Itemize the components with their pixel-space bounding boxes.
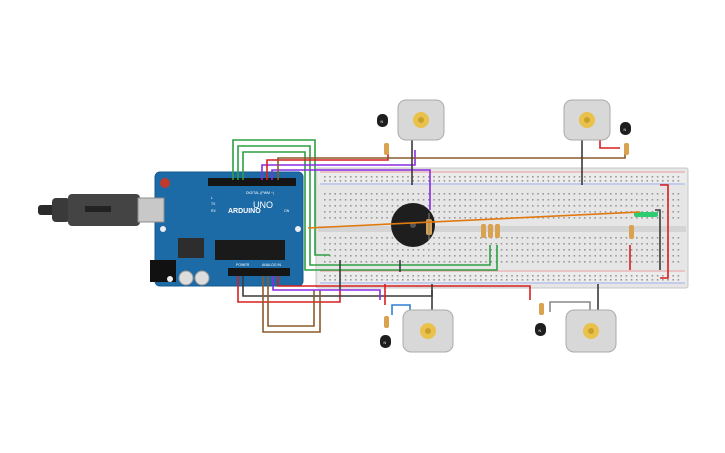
usb-port xyxy=(137,197,165,223)
dc-motor-2[interactable] xyxy=(563,99,611,141)
digital-header-label: DIGITAL (PWM ~) xyxy=(246,191,274,195)
transistor-1[interactable]: N xyxy=(377,114,388,127)
svg-text:N: N xyxy=(539,329,542,333)
transistor-2[interactable]: N xyxy=(620,122,631,135)
led-rx-label: RX xyxy=(211,209,217,213)
led-l-label: L xyxy=(211,196,213,200)
analog-header-label: ANALOG IN xyxy=(262,263,282,267)
dc-motor-3[interactable] xyxy=(402,309,454,353)
arduino-uno[interactable]: ARDUINO UNO DIGITAL (PWM ~) POWER ANALOG… xyxy=(137,171,304,287)
led-tx-label: TX xyxy=(211,202,216,206)
svg-text:N: N xyxy=(624,128,627,132)
breadboard[interactable] xyxy=(315,167,689,289)
resistor-t3[interactable] xyxy=(384,316,389,328)
capacitor xyxy=(194,270,210,286)
svg-text:N: N xyxy=(381,120,384,124)
reset-button xyxy=(160,178,170,188)
transistor-3[interactable]: N xyxy=(380,335,391,348)
digital-header xyxy=(208,178,296,186)
power-header-label: POWER xyxy=(236,263,250,267)
led-on-label: ON xyxy=(284,209,290,213)
resistor-t1[interactable] xyxy=(384,143,389,155)
resistor-t2[interactable] xyxy=(624,143,629,155)
brand-label: ARDUINO xyxy=(228,208,261,215)
analog-header xyxy=(228,268,290,276)
svg-text:N: N xyxy=(384,341,387,345)
atmega-chip xyxy=(215,240,285,260)
transistor-4[interactable]: N xyxy=(535,323,546,336)
dc-motor-1[interactable] xyxy=(397,99,445,141)
led-green[interactable] xyxy=(634,212,658,217)
dc-motor-4[interactable] xyxy=(565,309,617,353)
resistor-right[interactable] xyxy=(629,225,634,239)
model-label: UNO xyxy=(253,200,273,210)
resistor-bank[interactable] xyxy=(481,224,500,238)
resistor-t4[interactable] xyxy=(539,303,544,315)
